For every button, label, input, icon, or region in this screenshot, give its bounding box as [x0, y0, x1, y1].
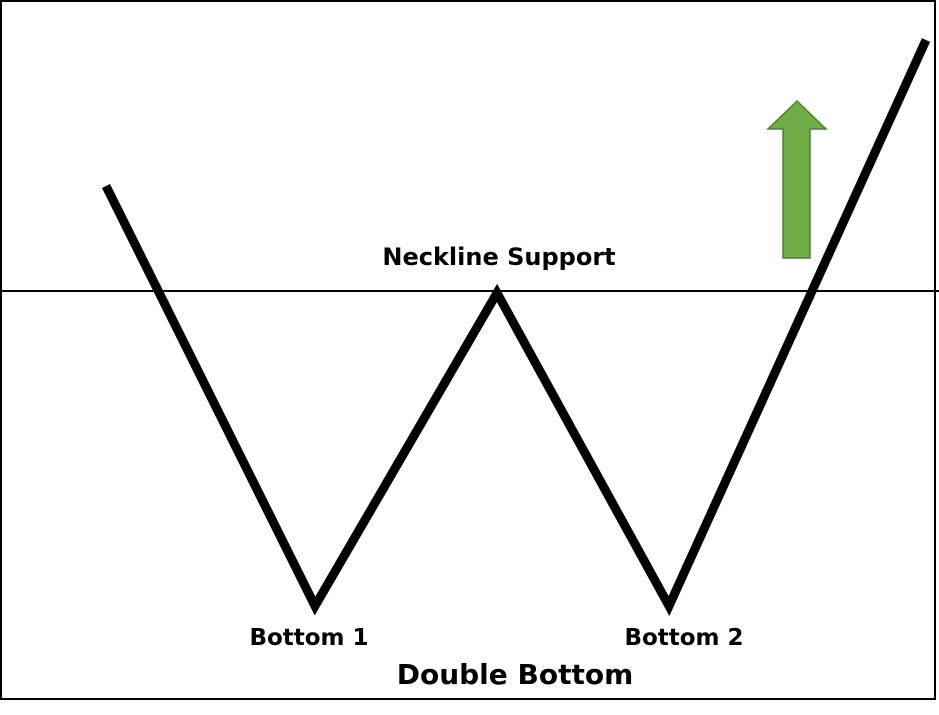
diagram-frame: [0, 0, 936, 700]
up-arrow-icon: [766, 99, 828, 259]
neckline-label: Neckline Support: [382, 243, 615, 271]
bottom-1-label: Bottom 1: [249, 625, 368, 651]
price-path: [101, 38, 931, 617]
diagram-caption: Double Bottom: [397, 658, 634, 691]
bottom-2-label: Bottom 2: [624, 625, 743, 651]
